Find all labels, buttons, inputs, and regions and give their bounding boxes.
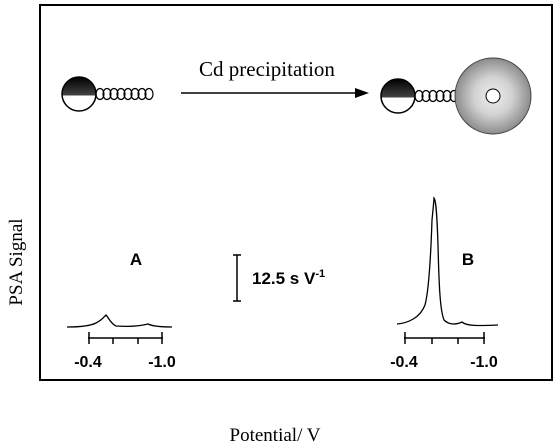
panel-a-letter: A: [130, 250, 142, 269]
dna-chain-icon: [95, 87, 154, 101]
figure-frame: [39, 4, 553, 381]
panel-a: A -0.4 -1.0: [66, 250, 176, 371]
panel-b-tick-label-right: -1.0: [470, 354, 498, 371]
y-axis-label: PSA Signal: [6, 218, 27, 305]
magnetic-bead-probe-right: [380, 57, 532, 135]
panel-a-tick-label-left: -0.4: [74, 354, 102, 371]
scale-bar-label: 12.5 s V-1: [252, 268, 325, 288]
reaction-arrow: [181, 88, 369, 98]
magnetic-bead-icon: [61, 76, 97, 112]
arrow-label: Cd precipitation: [199, 57, 335, 81]
panel-b-x-axis: [404, 332, 485, 344]
panel-b-tick-label-left: -0.4: [390, 354, 418, 371]
panel-b: B -0.4 -1.0: [390, 196, 499, 371]
panel-a-tick-label-right: -1.0: [148, 354, 176, 371]
panel-b-voltammogram-trace: [396, 196, 499, 327]
panel-a-voltammogram-trace: [66, 314, 173, 328]
scale-bar: 12.5 s V-1: [233, 254, 325, 302]
panel-b-letter: B: [462, 250, 474, 269]
nanoparticle-core-icon: [485, 88, 501, 104]
magnetic-bead-probe-left: [61, 76, 154, 112]
x-axis-label: Potential/ V: [230, 425, 321, 446]
panel-a-x-axis: [88, 332, 163, 344]
magnetic-bead-icon: [380, 78, 416, 114]
